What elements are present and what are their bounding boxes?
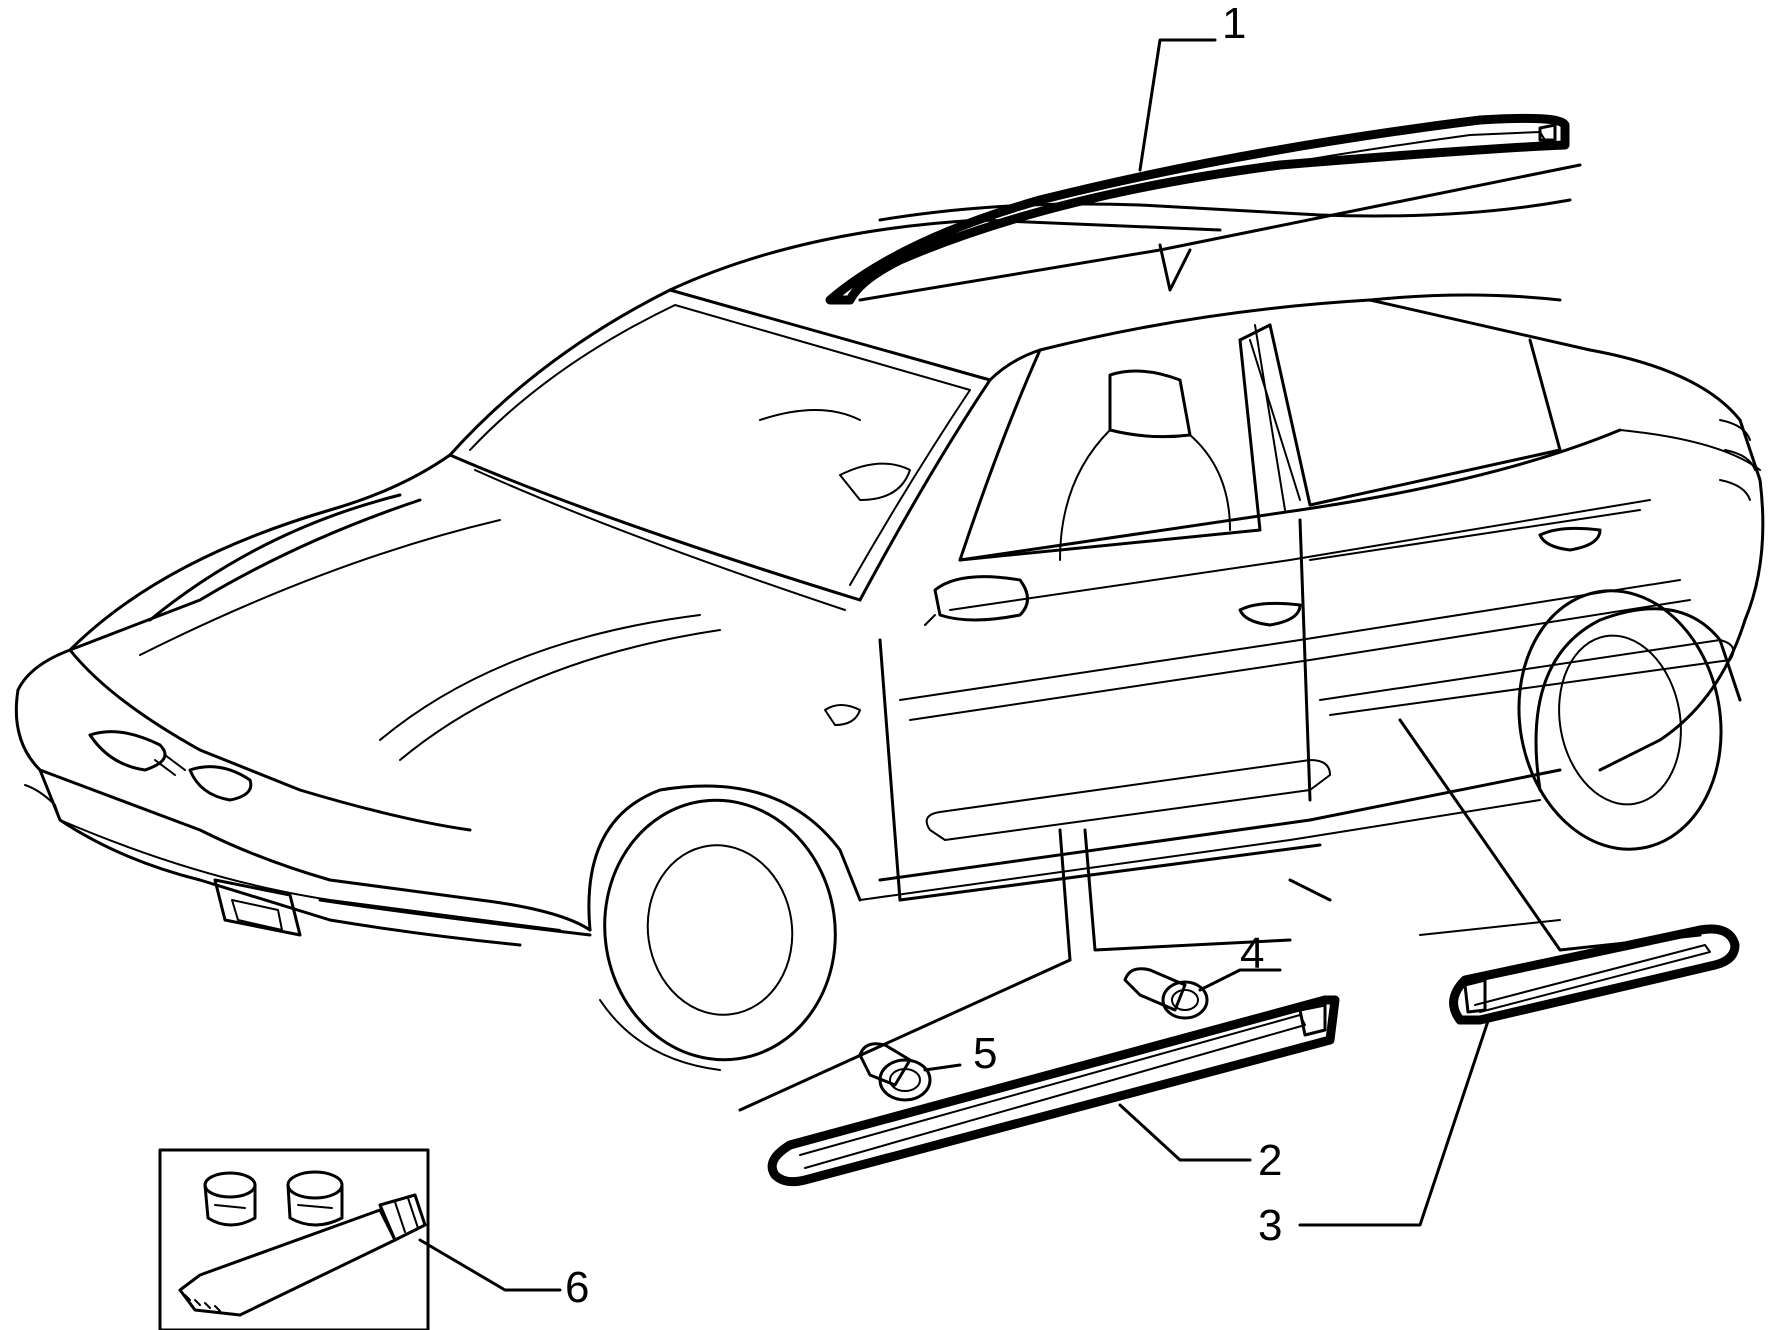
leader-line-3 xyxy=(1298,1013,1492,1227)
clip-part-4 xyxy=(1123,967,1282,1020)
leader-line-6 xyxy=(418,1238,562,1292)
front-door-moulding-part-2 xyxy=(767,995,1340,1187)
callout-part-1: 1 xyxy=(1222,0,1246,48)
callout-part-3: 3 xyxy=(1258,1201,1282,1250)
callout-part-6: 6 xyxy=(565,1263,589,1312)
callout-part-5: 5 xyxy=(973,1029,997,1078)
roof-moulding-part-1 xyxy=(825,38,1570,305)
adhesive-jar-icon xyxy=(286,1170,344,1227)
leader-line-4 xyxy=(1198,968,1282,992)
rear-door-moulding-part-3 xyxy=(1298,924,1740,1227)
callout-part-4: 4 xyxy=(1240,929,1264,978)
car-body-outline xyxy=(14,163,1765,1071)
leader-line-2 xyxy=(1118,1103,1252,1162)
adhesive-jar-icon xyxy=(203,1171,257,1227)
clip-part-5 xyxy=(858,1042,962,1102)
adhesive-kit-part-6 xyxy=(158,1148,562,1330)
part-reference-lines xyxy=(738,718,1702,1112)
callout-part-2: 2 xyxy=(1258,1136,1282,1185)
leader-line-5 xyxy=(923,1063,962,1072)
adhesive-tube-icon xyxy=(178,1193,427,1317)
leader-line-1 xyxy=(1138,38,1217,172)
